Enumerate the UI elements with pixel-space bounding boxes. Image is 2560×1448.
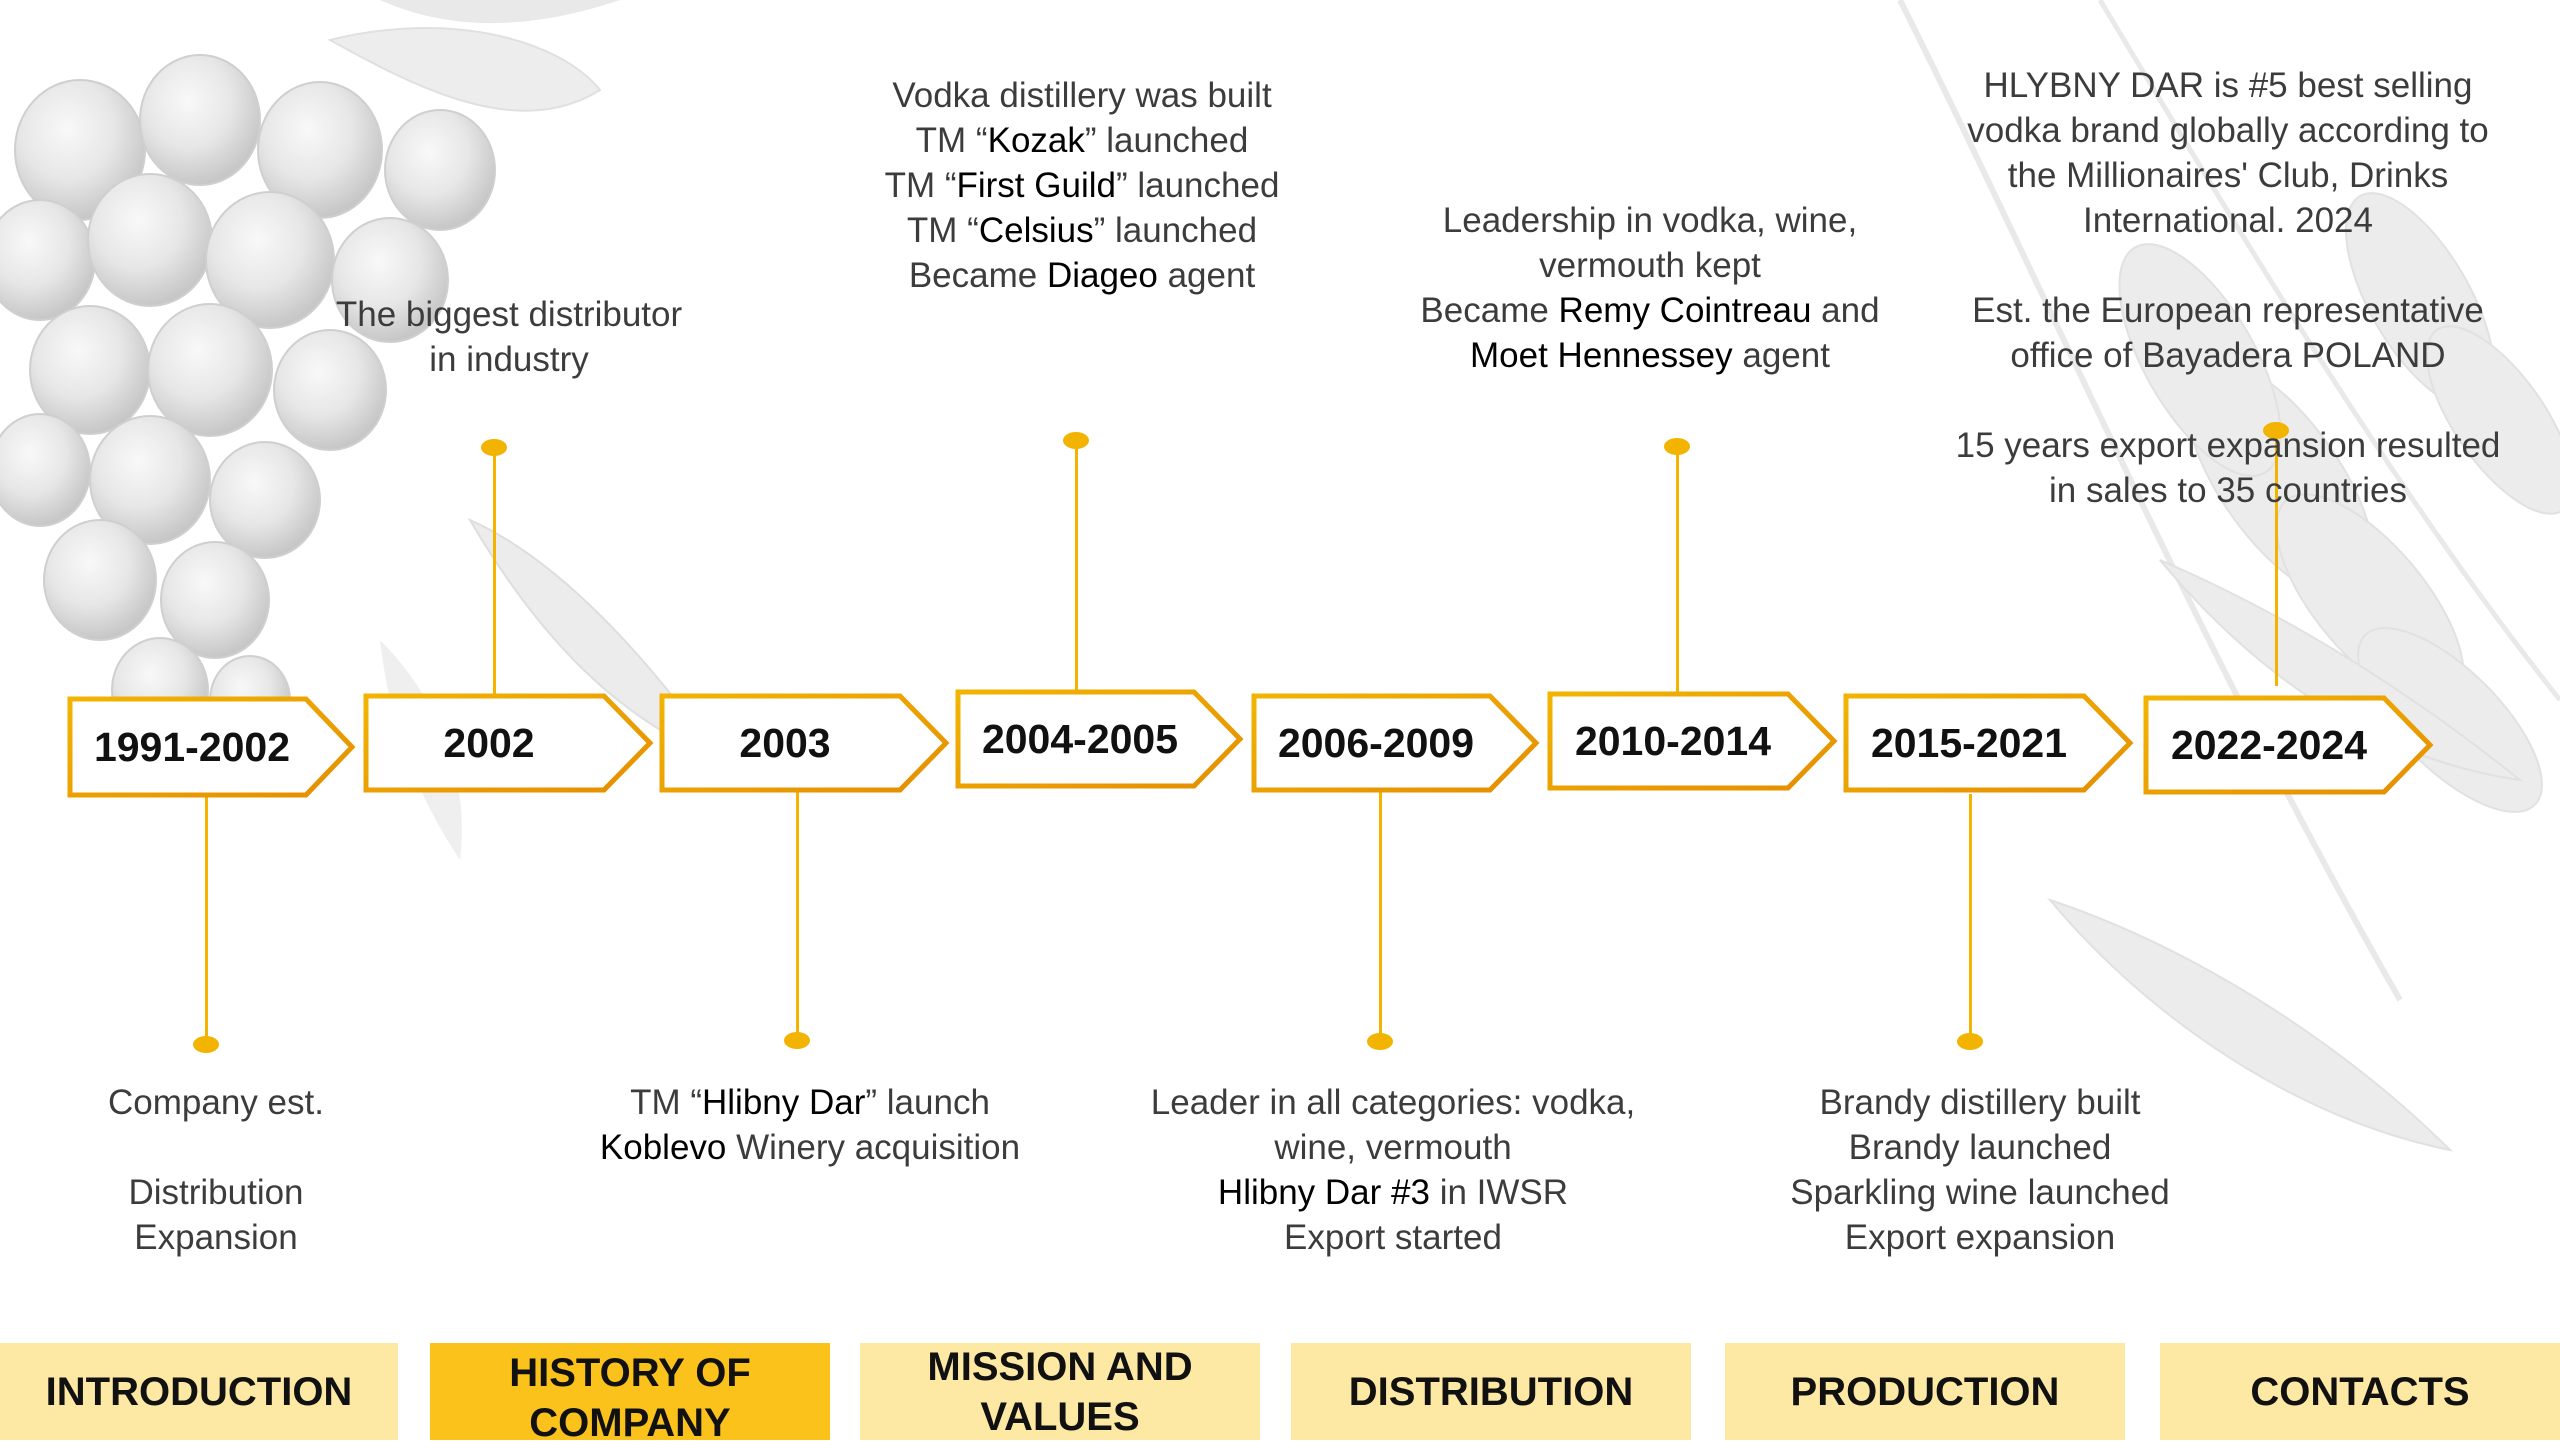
wheat-illustration: [1897, 0, 2560, 1152]
connector-line: [1676, 446, 1679, 692]
description-line: Koblevo Winery acquisition: [599, 1128, 1021, 1167]
description-line: in sales to 35 countries: [2049, 471, 2407, 510]
description-line: TM “Celsius” launched: [906, 211, 1258, 250]
nav-label: INTRODUCTION: [45, 1369, 353, 1414]
timeline-arrow-2006-2009: 2006-2009: [1251, 693, 1540, 793]
milestone-dot: [1664, 438, 1690, 455]
grape-bunch-illustration: [0, 0, 723, 860]
description-line: [0, 1125, 516, 1170]
timeline-description: The biggest distributor in industry: [209, 292, 809, 382]
nav-label: CONTACTS: [2250, 1369, 2470, 1414]
timeline-arrow-1991-2002: 1991-2002: [67, 696, 356, 798]
description-line: Brandy launched: [1848, 1128, 2112, 1167]
timeline-year: 1991-2002: [93, 723, 291, 770]
milestone-dot: [1957, 1033, 1983, 1050]
arrow-shape: [67, 696, 356, 798]
timeline-description: Company est. Distribution Expansion: [0, 1080, 516, 1260]
milestone-dot: [2263, 422, 2289, 439]
timeline-year: 2006-2009: [1277, 719, 1475, 766]
timeline-year: 2022-2024: [2170, 721, 2368, 768]
connector-line: [1075, 440, 1078, 690]
description-line: HLYBNY DAR is #5 best selling: [1983, 66, 2473, 105]
description-line: vodka brand globally according to: [1967, 111, 2489, 150]
description-line: Company est.: [108, 1083, 324, 1122]
description-line: TM “Kozak” launched: [915, 121, 1249, 160]
timeline-description: Vodka distillery was built TM “Kozak” lau…: [782, 73, 1382, 298]
nav-production[interactable]: PRODUCTION: [1725, 1343, 2125, 1440]
milestone-dot: [1063, 432, 1089, 449]
timeline-arrow-2010-2014: 2010-2014: [1547, 691, 1838, 791]
description-line: Leadership in vodka, wine,: [1442, 201, 1858, 240]
timeline-year: 2015-2021: [1870, 719, 2068, 766]
description-line: Became Remy Cointreau and: [1420, 291, 1880, 330]
description-line: The biggest distributor: [335, 295, 683, 334]
description-line: Vodka distillery was built: [892, 76, 1272, 115]
connector-line: [493, 447, 496, 694]
description-line: Distribution: [128, 1173, 304, 1212]
connector-line: [2275, 430, 2278, 686]
milestone-dot: [784, 1032, 810, 1049]
arrow-shape: [659, 693, 950, 793]
timeline-description: HLYBNY DAR is #5 best selling vodka brand…: [1928, 63, 2528, 513]
arrow-shape: [363, 693, 654, 793]
nav-label: PRODUCTION: [1790, 1369, 2060, 1414]
description-line: Expansion: [134, 1218, 298, 1257]
description-line: Hlibny Dar #3 in IWSR: [1217, 1173, 1569, 1212]
connector-line: [796, 792, 799, 1040]
description-line: [1928, 243, 2528, 288]
description-line: Moet Hennessey agent: [1470, 336, 1830, 375]
timeline-arrow-2022-2024: 2022-2024: [2143, 695, 2434, 795]
timeline-year: 2003: [739, 719, 831, 766]
arrow-shape: [2143, 695, 2434, 795]
description-line: TM “First Guild” launched: [884, 166, 1280, 205]
connector-line: [1969, 794, 1972, 1041]
description-line: Est. the European representative: [1972, 291, 2484, 330]
description-line: office of Bayadera POLAND: [2010, 336, 2446, 375]
connector-line: [205, 797, 208, 1044]
arrow-shape: [955, 689, 1244, 789]
nav-introduction[interactable]: INTRODUCTION: [0, 1343, 398, 1440]
milestone-dot: [1367, 1033, 1393, 1050]
nav-label: DISTRIBUTION: [1348, 1369, 1634, 1414]
description-line: International. 2024: [2083, 201, 2373, 240]
nav-contacts[interactable]: CONTACTS: [2160, 1343, 2560, 1440]
description-line: the Millionaires' Club, Drinks: [2007, 156, 2449, 195]
description-line: [1928, 378, 2528, 423]
description-line: Brandy distillery built: [1819, 1083, 2141, 1122]
description-line: Leader in all categories: vodka,: [1150, 1083, 1636, 1122]
timeline-arrow-2015-2021: 2015-2021: [1843, 693, 2134, 793]
milestone-dot: [481, 439, 507, 456]
description-line: TM “Hlibny Dar” launch: [630, 1083, 990, 1122]
timeline-year: 2002: [443, 719, 535, 766]
timeline-arrow-2004-2005: 2004-2005: [955, 689, 1244, 789]
milestone-dot: [193, 1036, 219, 1053]
arrow-shape: [1843, 693, 2134, 793]
description-line: Export expansion: [1844, 1218, 2116, 1257]
timeline-year: 2010-2014: [1574, 717, 1772, 764]
description-line: wine, vermouth: [1274, 1128, 1512, 1167]
timeline-description: Leader in all categories: vodka, wine, ve…: [1093, 1080, 1693, 1260]
timeline-year: 2004-2005: [981, 715, 1179, 762]
timeline-arrow-2003: 2003: [659, 693, 950, 793]
description-line: Became Diageo agent: [908, 256, 1256, 295]
nav-distribution[interactable]: DISTRIBUTION: [1291, 1343, 1691, 1440]
description-line: Sparkling wine launched: [1790, 1173, 2170, 1212]
description-line: vermouth kept: [1539, 246, 1761, 285]
description-line: in industry: [429, 340, 589, 379]
connector-line: [1379, 792, 1382, 1041]
description-line: Export started: [1284, 1218, 1502, 1257]
timeline-arrow-2002: 2002: [363, 693, 654, 793]
arrow-shape: [1547, 691, 1838, 791]
description-line: 15 years export expansion resulted: [1955, 426, 2501, 465]
arrow-shape: [1251, 693, 1540, 793]
